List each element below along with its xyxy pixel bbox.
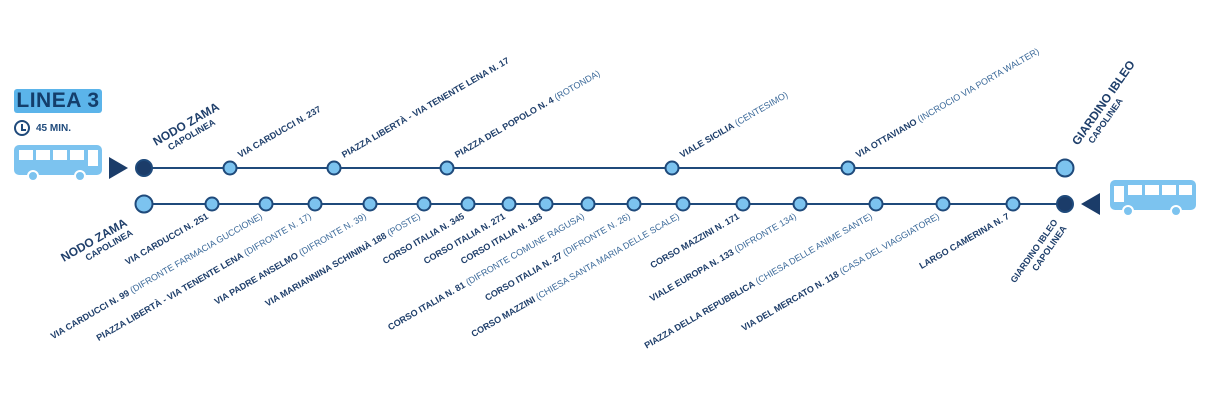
outbound-destination-stop [1055,158,1075,178]
outbound-stop-label-5: VIA OTTAVIANO (INCROCIO VIA PORTA WALTER… [854,46,1041,160]
duration-label: 45 MIN. [36,122,72,134]
outbound-stop-label-1: VIA CARDUCCI N. 237 [236,104,323,160]
inbound-stop-16 [1005,196,1021,212]
inbound-stop-11 [675,196,691,212]
bus-icon-inbound [1110,180,1196,217]
inbound-stop-4 [362,196,378,212]
line-badge: LINEA 3 [14,89,102,113]
outbound-stop-label-4: VIALE SICILIA (CENTESIMO) [678,90,790,160]
outbound-stop-1 [222,160,238,176]
inbound-stop-12 [735,196,751,212]
inbound-stop-13 [792,196,808,212]
outbound-stop-4 [664,160,680,176]
inbound-stop-6 [460,196,476,212]
inbound-stop-label-1: VIA CARDUCCI N. 251 [123,211,210,267]
outbound-stop-5 [840,160,856,176]
inbound-stop-label-11: CORSO MAZZINI (CHIESA SANTA MARIA DELLE … [470,211,681,339]
inbound-stop-15 [935,196,951,212]
inbound-stop-14 [868,196,884,212]
outbound-stop-2 [326,160,342,176]
inbound-destination-stop [134,194,154,214]
direction-arrow-left-icon [1081,193,1100,215]
inbound-stop-3 [307,196,323,212]
outbound-destination-label-title: GIARDINO IBLEO [1069,58,1138,148]
outbound-stop-label-2: PIAZZA LIBERTÀ - VIA TENENTE LENA N. 17 [340,55,511,159]
bus-icon-outbound [14,145,102,182]
inbound-stop-5 [416,196,432,212]
outbound-stop-3 [439,160,455,176]
duration-row: 45 MIN. [14,118,71,138]
inbound-stop-7 [501,196,517,212]
direction-arrow-right-icon [109,157,128,179]
outbound-origin-stop [135,159,153,177]
inbound-stop-2 [258,196,274,212]
inbound-stop-8 [538,196,554,212]
inbound-stop-9 [580,196,596,212]
inbound-stop-label-2: VIA CARDUCCI N. 99 (DIFRONTE FARMACIA GU… [49,211,264,341]
inbound-stop-10 [626,196,642,212]
clock-icon [14,120,30,136]
inbound-origin-stop [1056,195,1074,213]
inbound-stop-1 [204,196,220,212]
